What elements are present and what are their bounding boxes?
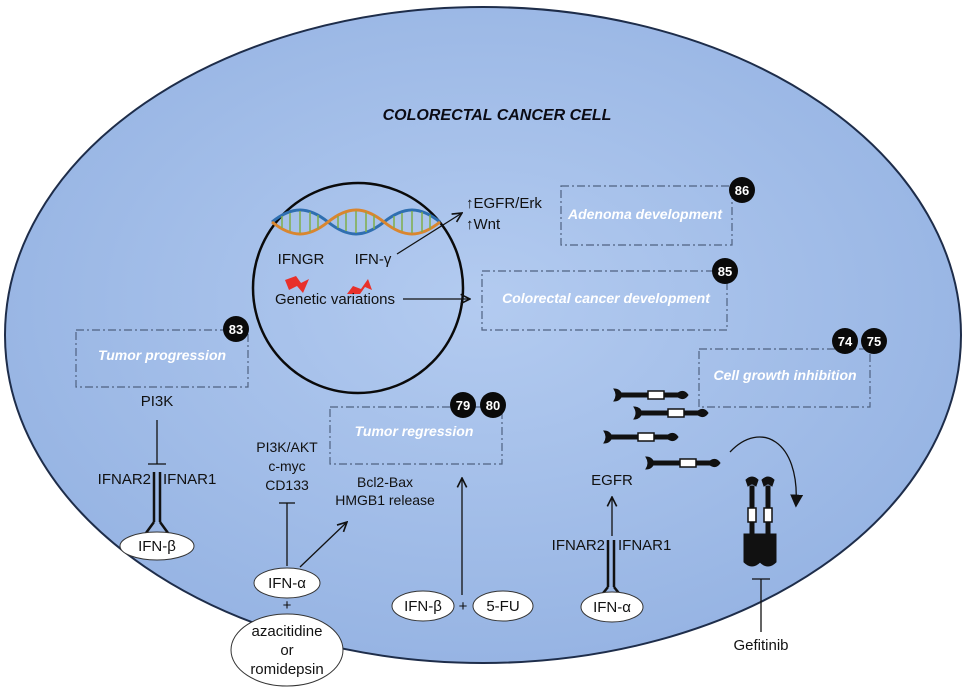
adenoma-box (560, 185, 733, 246)
middle-ifn-alpha-oval (253, 567, 321, 599)
cmyc-label: c-myc (268, 458, 305, 474)
wnt-label: ↑Wnt (466, 216, 501, 233)
hmgb1-label: HMGB1 release (335, 492, 435, 508)
tumor-progression-box (75, 329, 249, 388)
egfr-molecule-icon (603, 388, 721, 470)
left-ifnar2-label: IFNAR2 (98, 471, 151, 488)
right-ifnar1-label: IFNAR1 (618, 537, 671, 554)
right-ifnar2-label: IFNAR2 (552, 537, 605, 554)
ref-badge-79: 79 (450, 392, 476, 418)
svg-text:75: 75 (867, 334, 881, 349)
middle-ifn-beta-oval (391, 590, 455, 622)
svg-text:83: 83 (229, 322, 243, 337)
ifngr-label: IFNGR (278, 251, 325, 268)
left-receptor-icon (144, 472, 170, 534)
plus-sign-2: + (459, 598, 468, 615)
azacitidine-label: azacitidine (252, 623, 323, 640)
right-ifn-alpha-label: IFN-α (593, 599, 631, 616)
left-ifnar1-label: IFNAR1 (163, 471, 216, 488)
genetic-variations-label: Genetic variations (275, 291, 395, 308)
ifn-gamma-label: IFN-γ (355, 251, 392, 268)
egfr-dimer-icon (743, 476, 777, 567)
cell-title: COLORECTAL CANCER CELL (383, 107, 612, 124)
ref-badge-74: 74 (832, 328, 858, 354)
ref-badge-80: 80 (480, 392, 506, 418)
left-pi3k-label: PI3K (141, 393, 174, 410)
crc-development-box (481, 270, 728, 331)
fu-oval (472, 590, 534, 622)
middle-ifn-alpha-label: IFN-α (268, 575, 306, 592)
tumor-regression-box (329, 406, 503, 465)
left-ifn-beta-label: IFN-β (138, 538, 176, 555)
cd133-label: CD133 (265, 477, 309, 493)
pi3k-akt-label: PI3K/AKT (256, 439, 318, 455)
nucleus (251, 181, 465, 395)
cell-growth-label: Cell growth inhibition (713, 367, 856, 383)
ref-badge-85: 85 (712, 258, 738, 284)
tumor-progression-label: Tumor progression (98, 347, 226, 363)
middle-ifn-beta-label: IFN-β (404, 598, 442, 615)
ref-badge-83: 83 (223, 316, 249, 342)
variation-marker-icon (347, 279, 372, 294)
svg-text:79: 79 (456, 398, 470, 413)
svg-text:74: 74 (838, 334, 853, 349)
cell-growth-box (698, 348, 871, 408)
variation-marker-icon (285, 276, 309, 293)
left-ifn-beta-oval (119, 531, 195, 561)
or-label: or (280, 642, 293, 659)
bcl2-bax-label: Bcl2-Bax (357, 474, 413, 490)
ref-badge-75: 75 (861, 328, 887, 354)
crc-development-label: Colorectal cancer development (502, 290, 711, 306)
right-ifn-alpha-oval (580, 591, 644, 623)
curved-arrow (729, 436, 804, 508)
egfr-label: EGFR (591, 472, 633, 489)
dna-helix-icon (271, 208, 441, 236)
arrow-ifn-gamma-to-egfr (396, 213, 462, 255)
svg-text:80: 80 (486, 398, 500, 413)
gefitinib-label: Gefitinib (733, 637, 788, 654)
tumor-regression-label: Tumor regression (355, 423, 474, 439)
azacitidine-oval (230, 613, 344, 687)
romidepsin-label: romidepsin (250, 661, 323, 678)
fu-label: 5-FU (486, 598, 519, 615)
svg-text:85: 85 (718, 264, 732, 279)
adenoma-label: Adenoma development (567, 206, 723, 222)
egfr-erk-label: ↑EGFR/Erk (466, 195, 542, 212)
cell-membrane (4, 6, 962, 664)
svg-text:86: 86 (735, 183, 749, 198)
plus-sign: + (283, 597, 292, 614)
ref-badge-86: 86 (729, 177, 755, 203)
arrow-ifn-alpha-to-regression (299, 522, 347, 568)
